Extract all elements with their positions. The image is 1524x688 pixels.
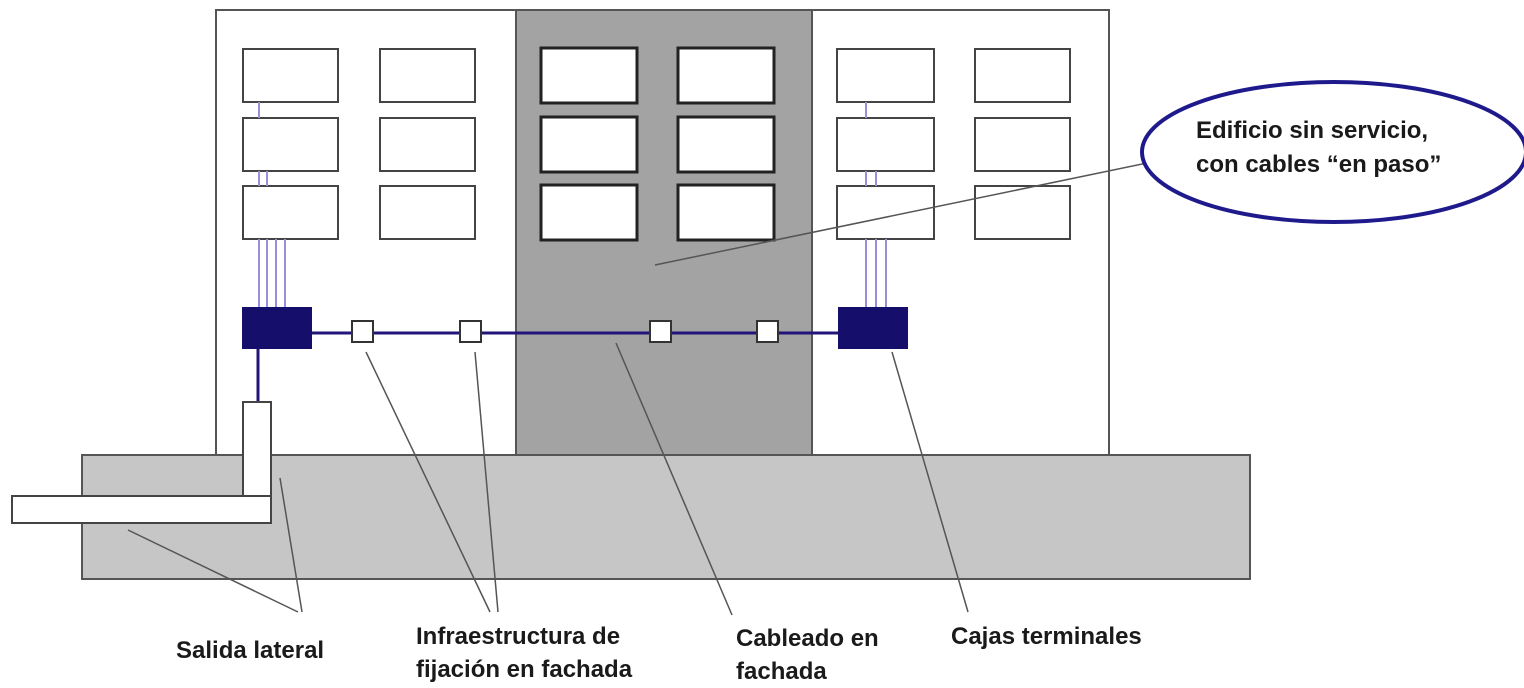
window: [539, 115, 639, 174]
leader-infra-1: [365, 351, 491, 613]
fixation-clips: [351, 320, 779, 343]
terminal-box-left: [242, 307, 312, 349]
pipe-elbow-cover: [244, 497, 270, 522]
window: [974, 48, 1071, 103]
label-infraestructura-line-2: fijación en fachada: [416, 656, 633, 683]
window: [242, 185, 339, 240]
leader-cajas: [891, 351, 969, 613]
leader-salida-1: [127, 529, 299, 613]
label-cableado: Cableado en fachada: [736, 622, 879, 688]
right-riser-cables: [865, 102, 887, 309]
left-building-windows: [242, 48, 476, 240]
left-riser-cables: [258, 102, 286, 309]
window: [242, 48, 339, 103]
window: [379, 185, 476, 240]
window: [676, 46, 776, 105]
callout-line-2: con cables “en paso”: [1196, 151, 1442, 178]
window: [836, 48, 935, 103]
lateral-pipe-horizontal: [11, 495, 272, 524]
label-infraestructura-line-1: Infraestructura de: [416, 623, 621, 650]
fixation-clip: [459, 320, 482, 343]
label-cajas-terminales: Cajas terminales: [951, 620, 1142, 653]
window: [539, 183, 639, 242]
leader-salida-2: [279, 477, 303, 613]
callout-pointer: [654, 161, 1153, 266]
window: [539, 46, 639, 105]
label-cajas-terminales-text: Cajas terminales: [951, 623, 1142, 650]
label-cableado-line-2: fachada: [736, 658, 827, 685]
window: [676, 115, 776, 174]
window: [676, 183, 776, 242]
window: [836, 117, 935, 172]
leader-cableado: [615, 342, 733, 616]
callout-text: Edificio sin servicio, con cables “en pa…: [1196, 114, 1441, 182]
fixation-clip: [649, 320, 672, 343]
terminal-box-right: [838, 307, 908, 349]
window: [974, 117, 1071, 172]
ground-slab: [81, 454, 1251, 580]
window: [379, 48, 476, 103]
fixation-clip: [756, 320, 779, 343]
window: [379, 117, 476, 172]
window: [836, 185, 935, 240]
leader-lines: [127, 342, 969, 616]
window: [974, 185, 1071, 240]
leader-infra-2: [474, 351, 499, 613]
label-cableado-line-1: Cableado en: [736, 625, 879, 652]
fixation-clip: [351, 320, 374, 343]
center-building-windows: [539, 46, 776, 242]
window: [242, 117, 339, 172]
callout-ellipse: [1140, 80, 1524, 224]
label-infraestructura: Infraestructura de fijación en fachada: [416, 620, 632, 686]
label-salida-lateral: Salida lateral: [176, 634, 324, 667]
right-building-windows: [836, 48, 1071, 240]
callout-line-1: Edificio sin servicio,: [1196, 117, 1429, 144]
label-salida-lateral-text: Salida lateral: [176, 637, 325, 664]
